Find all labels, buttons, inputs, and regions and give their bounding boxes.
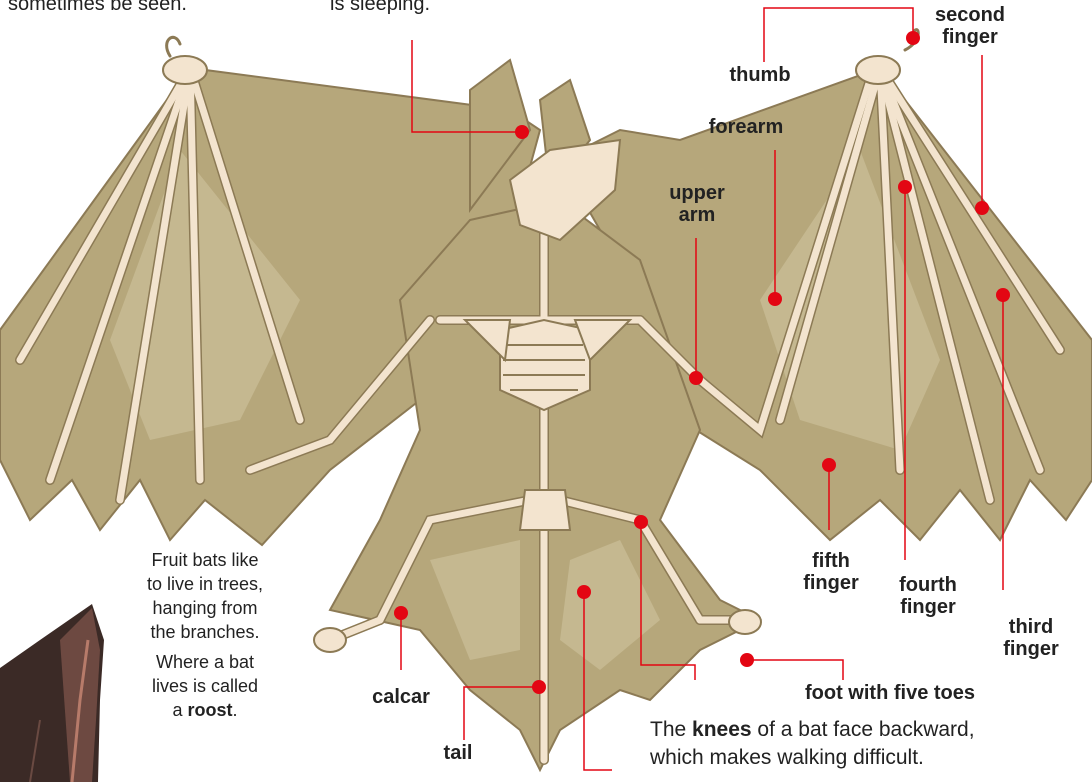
roost-line-3: hanging from bbox=[124, 596, 286, 620]
label-third-finger: third finger bbox=[986, 616, 1076, 660]
roost-line-7: a roost. bbox=[124, 698, 286, 722]
label-calcar: calcar bbox=[356, 686, 446, 708]
dot-fifth-finger bbox=[822, 458, 836, 472]
roost-line-5: Where a bat bbox=[124, 650, 286, 674]
top-middle-caption-fragment: is sleeping. bbox=[330, 0, 490, 16]
label-foot: foot with five toes bbox=[770, 682, 1010, 704]
label-second-finger-line1: second bbox=[925, 4, 1015, 26]
dot-thumb bbox=[906, 31, 920, 45]
knees-line-1-pre: The bbox=[650, 718, 692, 741]
dot-forearm bbox=[768, 292, 782, 306]
label-fourth-finger: fourth finger bbox=[880, 574, 976, 618]
dot-fourth-finger bbox=[898, 180, 912, 194]
dot-foot bbox=[740, 653, 754, 667]
roost-line-1: Fruit bats like bbox=[124, 548, 286, 572]
label-tail: tail bbox=[428, 742, 488, 764]
label-third-finger-line2: finger bbox=[986, 638, 1076, 660]
knees-term: knees bbox=[692, 718, 752, 741]
label-fifth-finger-line2: finger bbox=[796, 572, 866, 594]
knees-line-1-post: of a bat face backward, bbox=[752, 718, 975, 741]
roost-line-7-pre: a bbox=[172, 700, 187, 720]
label-fifth-finger-line1: fifth bbox=[796, 550, 866, 572]
dot-ear bbox=[515, 125, 529, 139]
dot-knee bbox=[634, 515, 648, 529]
dot-calcar bbox=[394, 606, 408, 620]
label-fourth-finger-line1: fourth bbox=[880, 574, 976, 596]
label-second-finger-line2: finger bbox=[925, 26, 1015, 48]
roost-line-4: the branches. bbox=[124, 620, 286, 644]
label-forearm: forearm bbox=[696, 116, 796, 138]
knees-caption: The knees of a bat face backward, which … bbox=[650, 716, 1080, 772]
dot-tail bbox=[532, 680, 546, 694]
hanging-bat-illustration bbox=[0, 604, 104, 782]
dot-upper-arm bbox=[689, 371, 703, 385]
dot-third-finger bbox=[996, 288, 1010, 302]
label-thumb: thumb bbox=[720, 64, 800, 86]
dot-membrane bbox=[577, 585, 591, 599]
roost-line-6: lives is called bbox=[124, 674, 286, 698]
roost-line-2: to live in trees, bbox=[124, 572, 286, 596]
label-upper-arm-line1: upper bbox=[660, 182, 734, 204]
roost-line-7-post: . bbox=[233, 700, 238, 720]
label-second-finger: second finger bbox=[925, 4, 1015, 48]
roost-caption: Fruit bats like to live in trees, hangin… bbox=[124, 548, 286, 722]
label-upper-arm: upper arm bbox=[660, 182, 734, 226]
top-left-caption-fragment: sometimes be seen. bbox=[8, 0, 248, 16]
knees-line-1: The knees of a bat face backward, bbox=[650, 716, 1080, 744]
label-upper-arm-line2: arm bbox=[660, 204, 734, 226]
label-third-finger-line1: third bbox=[986, 616, 1076, 638]
knees-line-2: which makes walking difficult. bbox=[650, 744, 1080, 772]
label-fourth-finger-line2: finger bbox=[880, 596, 976, 618]
dot-second-finger bbox=[975, 201, 989, 215]
label-fifth-finger: fifth finger bbox=[796, 550, 866, 594]
roost-term: roost bbox=[188, 700, 233, 720]
